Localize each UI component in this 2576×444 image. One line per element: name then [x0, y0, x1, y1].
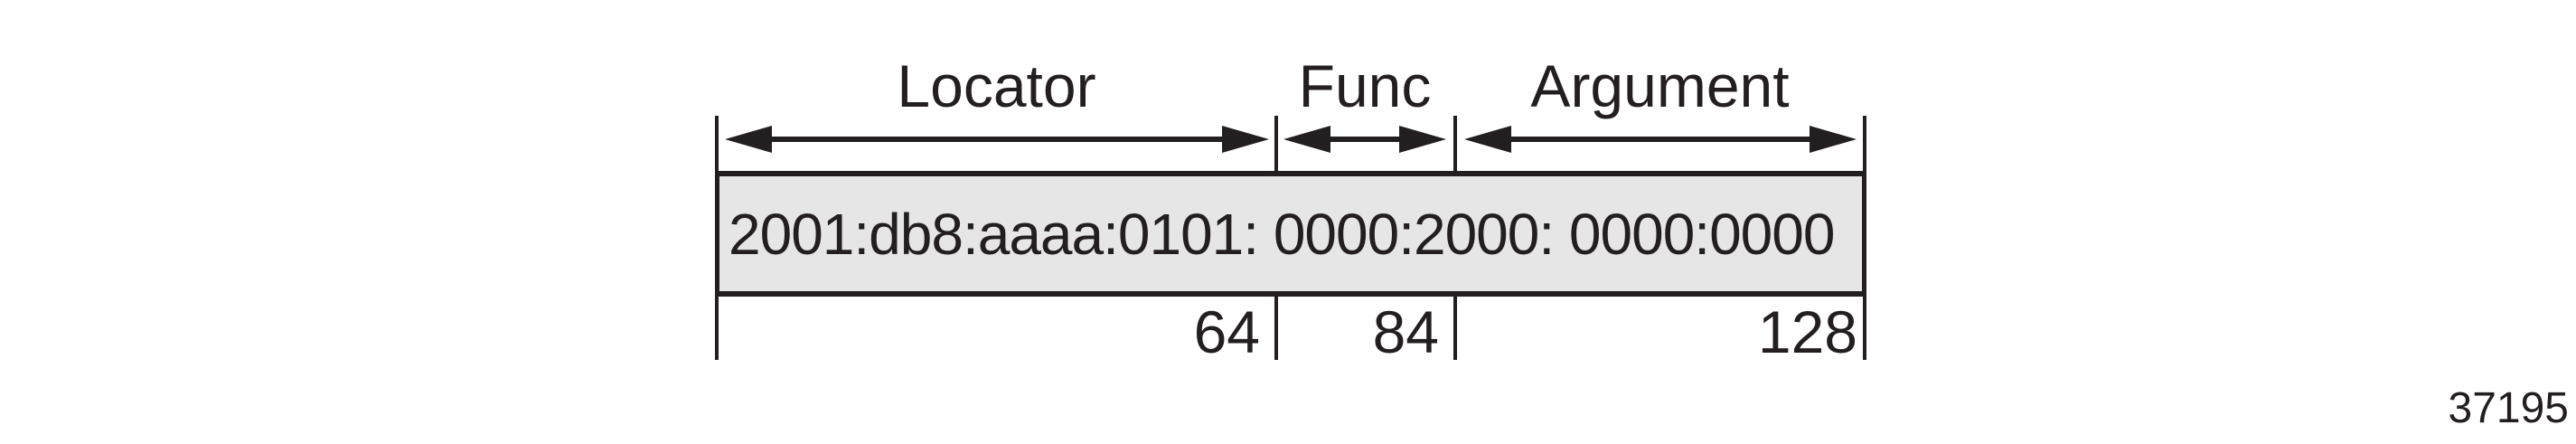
bit-offset-locator-end: 64 [1193, 298, 1260, 365]
locator-range-double-arrow-icon [725, 126, 1269, 153]
argument-range-double-arrow-icon [1464, 126, 1857, 153]
figure-number: 37195 [2448, 384, 2569, 432]
sid-value-box: 2001:db8:aaaa:0101: 0000:2000: 0000:0000 [715, 171, 1866, 297]
bit-offset-func-end: 84 [1372, 298, 1439, 365]
field-label-argument: Argument [1530, 52, 1790, 119]
field-label-func: Func [1298, 52, 1432, 119]
field-label-locator: Locator [897, 52, 1096, 119]
func-range-double-arrow-icon [1283, 126, 1446, 153]
bit-offset-argument-end: 128 [1757, 298, 1857, 365]
sid-address-text: 2001:db8:aaaa:0101: 0000:2000: 0000:0000 [729, 201, 1835, 267]
